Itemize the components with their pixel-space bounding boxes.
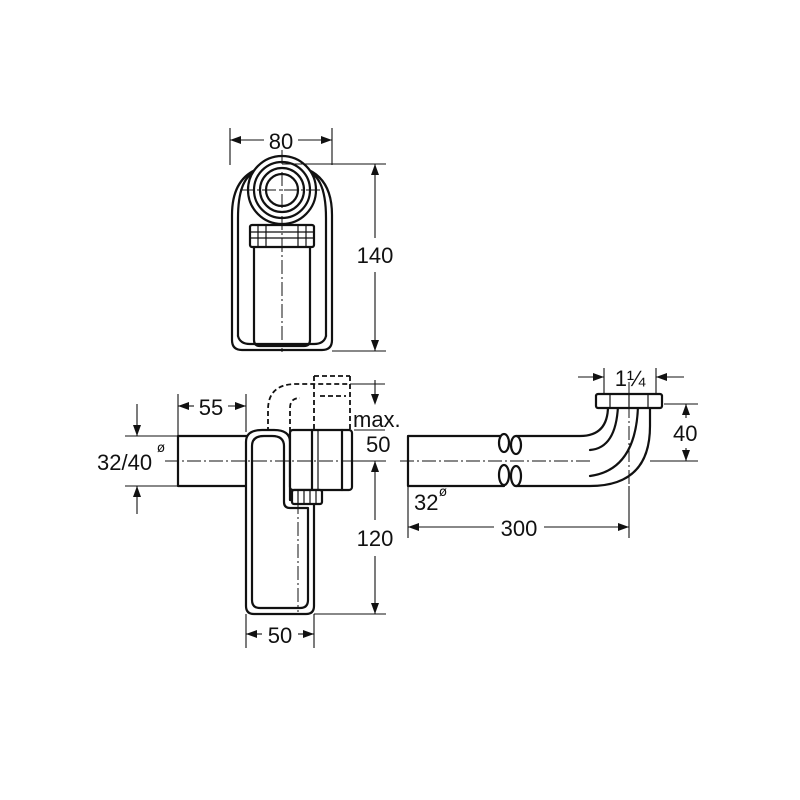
- dimension-tube-diameter: 32 ø: [414, 485, 447, 515]
- side-view-dashed-outlet: [267, 383, 350, 432]
- dimension-length-300: 300: [407, 486, 630, 541]
- dimension-max-50: max. 50: [350, 380, 401, 457]
- top-view: [230, 150, 334, 352]
- label-inlet-55: 55: [199, 395, 223, 420]
- dimension-tail-40: 40: [650, 403, 698, 462]
- label-height-140: 140: [357, 243, 394, 268]
- label-tube-diameter: 32: [414, 490, 438, 515]
- dimension-inlet-diameter: 32/40 ø: [97, 404, 178, 514]
- label-tail-height: 40: [673, 421, 697, 446]
- label-inlet-diameter: 32/40: [97, 450, 152, 475]
- label-height-120: 120: [357, 526, 394, 551]
- dimension-height-140: 140: [282, 163, 394, 352]
- dimension-inlet-55: 55: [177, 394, 247, 436]
- diameter-symbol-inlet: ø: [157, 441, 165, 456]
- tail-pipe: [400, 382, 664, 532]
- label-width-80: 80: [269, 129, 293, 154]
- dimension-height-120: 120: [314, 460, 394, 615]
- side-view: [165, 375, 360, 616]
- dimension-width-50: 50: [245, 614, 315, 648]
- diameter-symbol-tube: ø: [439, 485, 447, 500]
- dimension-thread: 1¼: [578, 366, 684, 394]
- label-max: max.: [353, 407, 401, 432]
- label-max-value: 50: [366, 432, 390, 457]
- label-width-50: 50: [268, 623, 292, 648]
- label-thread-size: 1¼: [615, 366, 646, 391]
- dimension-width-80: 80: [229, 128, 333, 165]
- label-length-300: 300: [501, 516, 538, 541]
- top-view-tube: [252, 244, 312, 348]
- side-view-nut: [290, 488, 324, 506]
- tail-pipe-bend: [514, 402, 610, 438]
